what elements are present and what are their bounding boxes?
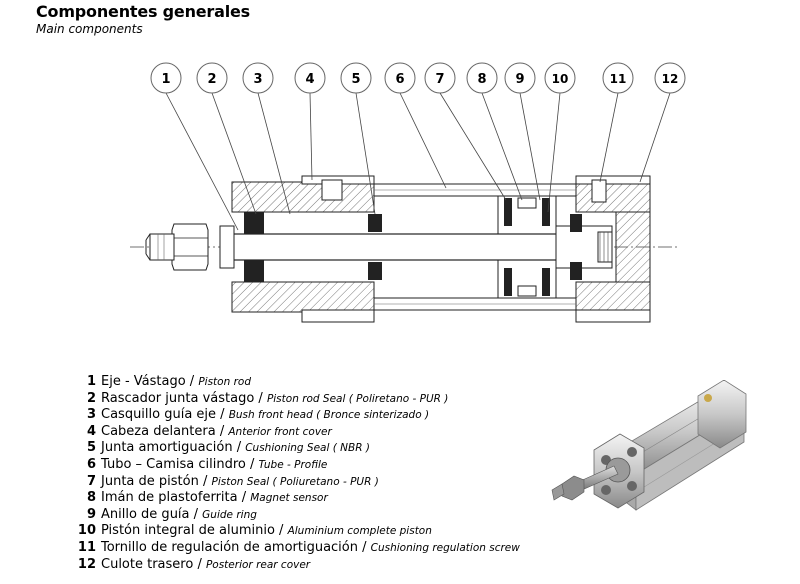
- callout-7: 7: [424, 62, 456, 94]
- legend-separator: /: [189, 506, 203, 522]
- legend-english: Piston Seal ( Poliuretano - PUR ): [211, 475, 379, 488]
- legend-spanish: Junta de pistón: [101, 473, 199, 489]
- legend-separator: /: [358, 539, 371, 555]
- legend-spanish: Casquillo guía eje: [101, 407, 217, 423]
- legend-english: Magnet sensor: [250, 492, 328, 505]
- legend-separator: /: [254, 390, 267, 406]
- legend-item: 10 Pistón integral de aluminio / Aluminiu…: [70, 521, 520, 538]
- callout-4-label: 4: [305, 72, 314, 87]
- callout-10: 10: [544, 62, 576, 94]
- legend-number: 9: [86, 506, 96, 522]
- legend-number: 4: [86, 423, 96, 439]
- cylinder-product-illustration: [551, 380, 747, 511]
- legend-english: Anterior front cover: [228, 425, 332, 438]
- legend-separator: /: [215, 423, 229, 439]
- callout-1-label: 1: [161, 72, 170, 87]
- legend-item: 1 Eje - Vástago / Piston rod: [70, 372, 520, 389]
- legend-item: 9 Anillo de guía / Guide ring: [70, 505, 520, 522]
- callout-6: 6: [384, 62, 416, 94]
- callout-11: 11: [602, 62, 634, 94]
- callout-8-label: 8: [477, 72, 486, 87]
- callout-6-label: 6: [395, 72, 404, 87]
- legend-number: 3: [86, 407, 96, 423]
- front-cover-shape: [231, 175, 375, 323]
- callout-8: 8: [466, 62, 498, 94]
- legend-spanish: Rascador junta vástago: [101, 390, 255, 406]
- legend-number: 1: [86, 374, 96, 389]
- legend-spanish: Eje - Vástago: [101, 374, 186, 389]
- legend-spanish: Tubo – Camisa cilindro: [101, 456, 246, 472]
- legend-english: Cushioning regulation screw: [370, 541, 520, 554]
- legend-number: 10: [77, 523, 96, 539]
- legend-english: Cushioning Seal ( NBR ): [245, 442, 370, 455]
- callout-5-label: 5: [351, 72, 360, 87]
- tube-shape: [373, 183, 577, 311]
- legend-item: 7 Junta de pistón / Piston Seal ( Poliure…: [70, 472, 520, 489]
- legend-spanish: Tornillo de regulación de amortiguación: [101, 539, 358, 555]
- legend-item: 11 Tornillo de regulación de amortiguació…: [70, 538, 520, 555]
- callout-10-label: 10: [552, 72, 569, 86]
- callout-2-label: 2: [207, 72, 216, 87]
- page-title: Componentes generales: [36, 2, 250, 21]
- legend-english: Tube - Profile: [258, 458, 328, 471]
- legend-separator: /: [237, 490, 251, 506]
- callout-9-label: 9: [515, 72, 524, 87]
- callout-3-label: 3: [253, 72, 262, 87]
- legend-item: 6 Tubo – Camisa cilindro / Tube - Profile: [70, 455, 520, 472]
- callout-12: 12: [654, 62, 686, 94]
- legend-separator: /: [245, 456, 259, 472]
- legend-english: Guide ring: [202, 508, 257, 521]
- front-seals-shape: [244, 212, 582, 282]
- callout-12-label: 12: [662, 72, 679, 86]
- legend-english: Aluminium complete piston: [287, 525, 432, 538]
- callout-2: 2: [196, 62, 228, 94]
- legend-spanish: Junta amortiguación: [101, 440, 233, 456]
- legend-separator: /: [198, 473, 212, 489]
- callout-7-label: 7: [435, 72, 444, 87]
- legend-spanish: Culote trasero: [101, 556, 198, 572]
- page-subtitle: Main components: [36, 22, 143, 36]
- legend-item: 5 Junta amortiguación / Cushioning Seal (…: [70, 438, 520, 455]
- legend-item: 2 Rascador junta vástago / Piston rod Sea…: [70, 389, 520, 406]
- legend-item: 8 Imán de plastoferrita / Magnet sensor: [70, 488, 520, 505]
- legend-spanish: Pistón integral de aluminio: [101, 523, 275, 539]
- legend-separator: /: [232, 440, 246, 456]
- components-legend: 1 Eje - Vástago / Piston rod 2 Rascador ju…: [70, 372, 520, 572]
- callout-11-label: 11: [610, 72, 627, 86]
- legend-separator: /: [216, 407, 229, 423]
- legend-number: 11: [77, 539, 96, 555]
- legend-number: 12: [77, 556, 96, 572]
- legend-english: Piston rod Seal ( Poliretano - PUR ): [266, 392, 449, 405]
- rod-end-shape: [145, 223, 235, 271]
- legend-number: 7: [86, 473, 96, 489]
- callout-9: 9: [504, 62, 536, 94]
- legend-spanish: Cabeza delantera: [101, 423, 216, 439]
- legend-number: 2: [86, 390, 96, 406]
- callout-5: 5: [340, 62, 372, 94]
- legend-spanish: Imán de plastoferrita: [101, 490, 238, 506]
- callout-1: 1: [150, 62, 182, 94]
- callout-4: 4: [294, 62, 326, 94]
- rear-cover-shape: [575, 175, 651, 323]
- legend-english: Bush front head ( Bronce sinterizado ): [228, 409, 430, 422]
- legend-english: Posterior rear cover: [205, 558, 311, 571]
- piston-rod-shape: [227, 233, 609, 261]
- legend-item: 12 Culote trasero / Posterior rear cover: [70, 555, 520, 572]
- legend-separator: /: [197, 556, 206, 572]
- legend-number: 6: [86, 456, 96, 472]
- legend-number: 8: [86, 490, 96, 506]
- callout-3: 3: [242, 62, 274, 94]
- legend-separator: /: [185, 374, 199, 389]
- leader-lines: [165, 92, 671, 231]
- cylinder-cross-section-diagram: 1 2 3 4 5 6 7 8 9 10 11 12: [130, 62, 686, 323]
- legend-english: Piston rod: [198, 376, 251, 388]
- legend-item: 3 Casquillo guía eje / Bush front head ( …: [70, 405, 520, 422]
- legend-number: 5: [86, 440, 96, 456]
- legend-item: 4 Cabeza delantera / Anterior front cover: [70, 422, 520, 439]
- legend-separator: /: [274, 523, 288, 539]
- legend-spanish: Anillo de guía: [101, 506, 190, 522]
